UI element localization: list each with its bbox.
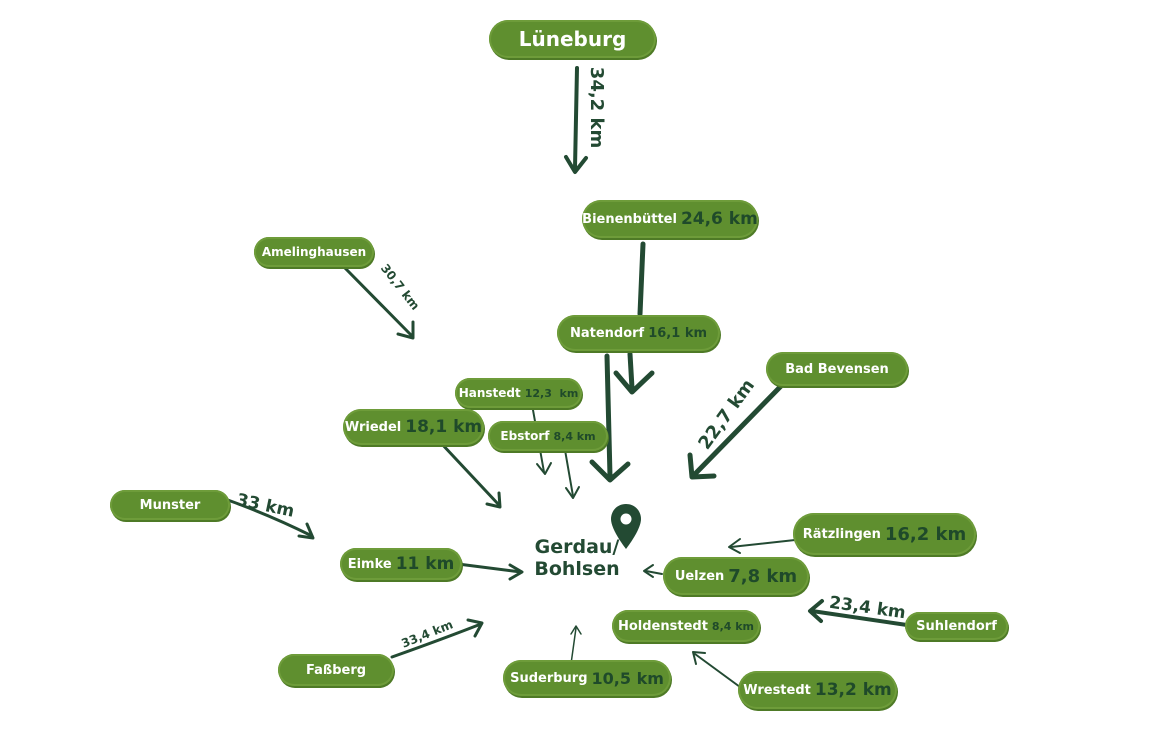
place-name: Ebstorf xyxy=(500,429,550,443)
place-fassberg: Faßberg xyxy=(278,654,394,686)
place-name: Suderburg xyxy=(510,670,588,686)
place-name: Wrestedt xyxy=(743,682,811,698)
arrow-uelzen xyxy=(645,570,663,575)
place-suderburg: Suderburg 10,5 km xyxy=(503,660,671,696)
arrowhead-wrestedt xyxy=(692,651,706,665)
place-natendorf: Natendorf 16,1 km xyxy=(557,315,720,351)
arrow-fassberg xyxy=(390,622,483,659)
arrow-munster xyxy=(223,497,314,538)
distance-label-lueneburg: 34,2 km xyxy=(586,66,608,149)
place-lueneburg: Lüneburg xyxy=(489,20,656,58)
place-wriedel: Wriedel 18,1 km xyxy=(343,409,484,445)
place-name: Hanstedt xyxy=(458,386,521,400)
arrowhead-hanstedt xyxy=(536,462,552,475)
place-name: Uelzen xyxy=(674,568,725,584)
map-pin-icon xyxy=(611,504,641,549)
place-distance: 13,2 km xyxy=(814,680,892,700)
place-hanstedt: Hanstedt 12,3 km xyxy=(455,378,582,408)
arrow-wriedel xyxy=(438,440,501,507)
place-holdenstedt: Holdenstedt 8,4 km xyxy=(612,610,760,642)
place-name: Faßberg xyxy=(305,662,367,678)
arrow-wrestedt xyxy=(694,653,741,688)
place-name: Amelinghausen xyxy=(261,245,367,259)
arrow-natendorf-a xyxy=(627,351,635,391)
arrow-amelinghausen xyxy=(343,266,414,338)
place-name: Natendorf xyxy=(569,325,645,341)
place-eimke: Eimke 11 km xyxy=(340,548,462,580)
place-name: Lüneburg xyxy=(518,27,627,51)
place-name: Eimke xyxy=(347,556,392,572)
place-distance: 24,6 km xyxy=(680,209,758,229)
arrowhead-eimke xyxy=(508,563,524,581)
place-name: Rätzlingen xyxy=(802,526,881,542)
arrow-lueneburg xyxy=(573,66,579,170)
place-distance: 8,4 km xyxy=(711,619,755,633)
arrowhead-natendorf-b xyxy=(589,459,631,483)
arrow-natendorf-b xyxy=(604,353,613,479)
place-distance: 11 km xyxy=(395,554,455,574)
arrowhead-amelinghausen xyxy=(396,320,415,340)
place-distance: 16,2 km xyxy=(884,523,967,545)
arrowhead-lueneburg xyxy=(564,155,588,174)
arrowhead-natendorf-a xyxy=(613,370,655,395)
place-bad-bevensen: Bad Bevensen xyxy=(766,352,908,386)
place-distance: 7,8 km xyxy=(728,565,798,587)
arrow-suderburg xyxy=(570,627,577,665)
place-munster: Munster xyxy=(110,490,230,520)
arrowhead-munster xyxy=(297,522,315,540)
arrowhead-suhlendorf xyxy=(808,599,824,623)
place-suhlendorf: Suhlendorf xyxy=(905,612,1008,640)
arrow-bienenbuettel xyxy=(637,241,646,317)
place-distance: 16,1 km xyxy=(648,325,708,341)
arrowhead-suderburg xyxy=(570,625,582,635)
arrowhead-raetzlingen xyxy=(728,538,741,554)
arrowhead-fassberg xyxy=(466,618,484,638)
destination-label: Gerdau/ Bohlsen xyxy=(512,536,642,580)
place-name: Bienenbüttel xyxy=(582,211,677,227)
place-bienenbuettel: Bienenbüttel 24,6 km xyxy=(582,200,758,238)
arrowhead-wriedel xyxy=(485,491,502,509)
destination-line-1: Gerdau/ xyxy=(534,536,620,558)
place-distance: 18,1 km xyxy=(405,417,483,437)
place-distance: 12,3 km xyxy=(524,386,579,400)
place-amelinghausen: Amelinghausen xyxy=(254,237,374,267)
place-name: Munster xyxy=(139,497,201,513)
arrowhead-ebstorf xyxy=(565,486,580,499)
arrow-raetzlingen xyxy=(730,539,796,548)
place-ebstorf: Ebstorf 8,4 km xyxy=(488,421,608,451)
place-distance: 8,4 km xyxy=(553,429,596,443)
arrowhead-uelzen xyxy=(643,564,654,578)
place-name: Bad Bevensen xyxy=(785,361,889,377)
place-name: Suhlendorf xyxy=(916,618,997,634)
place-name: Holdenstedt xyxy=(617,618,708,634)
place-wrestedt: Wrestedt 13,2 km xyxy=(738,671,897,709)
arrow-bad-bevensen xyxy=(691,381,786,478)
place-raetzlingen: Rätzlingen 16,2 km xyxy=(793,513,976,555)
place-distance: 10,5 km xyxy=(591,668,664,688)
arrowhead-bad-bevensen xyxy=(687,452,717,480)
arrow-ebstorf xyxy=(564,449,574,497)
place-uelzen: Uelzen 7,8 km xyxy=(663,557,809,595)
destination-line-2: Bohlsen xyxy=(534,558,620,580)
arrow-suhlendorf xyxy=(810,609,909,627)
place-name: Wriedel xyxy=(344,419,402,435)
arrow-eimke xyxy=(456,562,523,574)
